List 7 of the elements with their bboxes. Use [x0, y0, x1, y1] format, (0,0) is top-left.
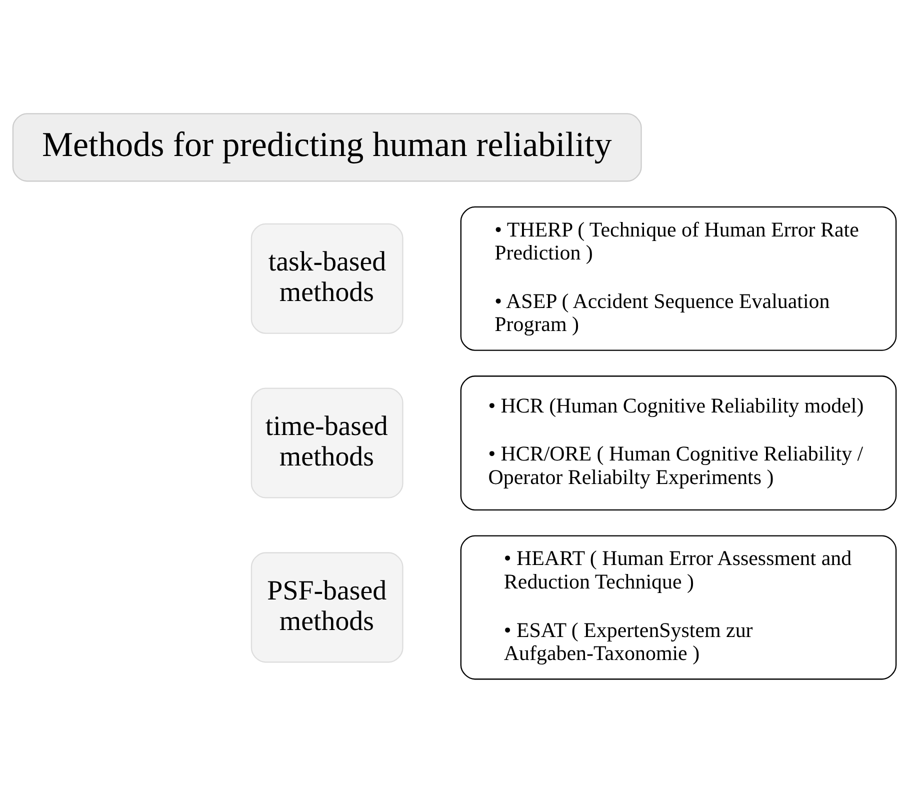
node-box: Methods for predicting human reliability [12, 112, 642, 182]
node-box: • HEART ( Human Error Assessment and Reduction Technique ) • ESAT ( ExpertenSystem zur Aufgaben-Taxonomie ) [460, 534, 897, 680]
node-box: • HCR (Human Cognitive Reliability model) • HCR/ORE ( Human Cognitive Reliability / Operator Reliabilty Experiments ) [460, 375, 897, 510]
node-box: task-based methods [250, 222, 404, 334]
node-box: PSF-based methods [250, 552, 404, 662]
node-box: time-based methods [250, 387, 404, 498]
node-box: • THERP ( Technique of Human Error Rate Prediction ) • ASEP ( Accident Sequence Evaluation Program ) [460, 206, 897, 350]
